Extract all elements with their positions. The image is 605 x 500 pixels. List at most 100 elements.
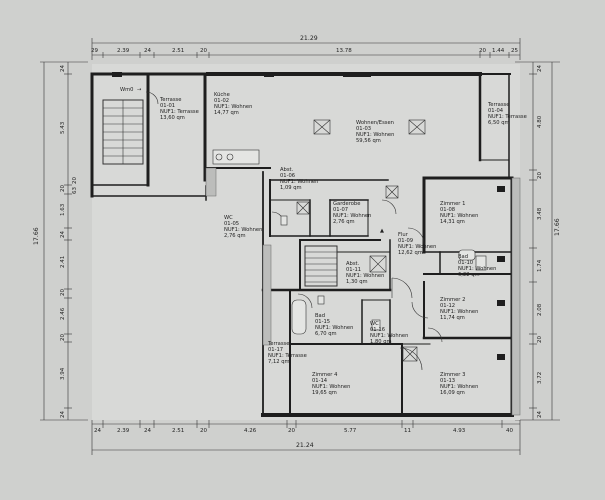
dim-left-seg: 24: [60, 231, 66, 238]
room-label-line: 01-07: [333, 207, 348, 213]
room-label-line: Zimmer 3: [440, 372, 465, 378]
room-label-line: 6,50 qm: [488, 120, 510, 126]
dim-top-total: 21.29: [300, 35, 318, 42]
dim-bottom-seg: 2.39: [117, 428, 130, 434]
room-label-line: Küche: [214, 92, 230, 98]
right-dimension-chain: [515, 61, 560, 421]
room-label-line: NUF1: Terrasse: [268, 353, 307, 359]
room-label-line: 01-09: [398, 238, 413, 244]
stair-label: Wm0: [120, 87, 133, 93]
room-label-line: NUF1: Wohnen: [458, 266, 496, 272]
room-label-line: 7,12 qm: [268, 359, 290, 365]
room-label-line: 01-13: [440, 378, 455, 384]
room-label-line: Garderobe: [333, 201, 360, 207]
room-label-line: NUF1: Wohnen: [398, 244, 436, 250]
skylight-icon: [402, 346, 418, 362]
dim-right-seg: 2.08: [537, 303, 543, 316]
dim-top-seg: 29: [91, 48, 98, 54]
dim-bottom-seg: 20: [200, 428, 207, 434]
room-label-line: NUF1: Wohnen: [440, 384, 478, 390]
room-label-line: NUF1: Wohnen: [356, 132, 394, 138]
floor-area: [92, 64, 520, 420]
arrow-right-icon: →: [137, 87, 142, 93]
room-label-line: Zimmer 1: [440, 201, 465, 207]
dim-right-seg: 3.72: [537, 372, 543, 384]
dim-bottom-seg: 4.26: [244, 428, 257, 434]
room-label-line: 2,76 qm: [333, 219, 355, 225]
skylight-icon: [313, 119, 331, 135]
room-label-line: 01-15: [315, 319, 330, 325]
room-label-line: Wohnen/Essen: [356, 120, 394, 126]
room-label-line: Abst.: [280, 167, 294, 173]
sink-icon: [458, 249, 476, 261]
room-label-line: NUF1: Wohnen: [312, 384, 350, 390]
skylight-icon: [296, 201, 310, 215]
room-label-line: Terrasse: [487, 102, 509, 108]
room-label-line: 1,80 qm: [370, 339, 392, 345]
room-label-line: 01-14: [312, 378, 328, 384]
room-label-line: NUF1: Terrasse: [160, 109, 199, 115]
room-label-line: 01-12: [440, 303, 455, 309]
dim-bottom-seg: 40: [506, 428, 513, 434]
dim-left-total: 17.66: [33, 227, 40, 245]
dim-left-extra: 63: [72, 187, 78, 194]
room-label-line: NUF1: Wohnen: [333, 213, 371, 219]
room-label-line: 01-06: [280, 173, 295, 179]
dim-left-seg: 3.94: [60, 367, 66, 380]
room-label-line: 01-17: [268, 347, 283, 353]
room-label-line: NUF1: Wohnen: [214, 104, 252, 110]
dim-top-seg: 1.44: [492, 48, 505, 54]
dim-bottom-seg: 4.93: [453, 428, 466, 434]
top-dimension-chain: [91, 38, 521, 60]
room-label-line: NUF1: Wohnen: [440, 213, 478, 219]
room-label-line: 12,62 qm: [398, 250, 423, 256]
toilet-icon: [280, 215, 288, 226]
dim-top-seg: 2.39: [117, 48, 130, 54]
staircase-inner: [304, 245, 338, 287]
room-label-line: 01-16: [370, 327, 385, 333]
arrow-up-icon: ▲: [380, 228, 384, 234]
dim-right-seg: 1.74: [537, 259, 543, 272]
bathtub-icon: [291, 299, 307, 335]
bottom-dimension-chain: [91, 420, 521, 455]
dim-right-seg: 20: [537, 336, 543, 343]
room-label-line: Bad: [458, 254, 468, 260]
room-label-line: NUF1: Wohnen: [440, 309, 478, 315]
dim-bottom-seg: 2.51: [172, 428, 184, 434]
shower-icon: [475, 255, 487, 271]
room-label-line: NUF1: Wohnen: [346, 273, 384, 279]
room-label-line: Zimmer 4: [312, 372, 338, 378]
room-label-line: 01-01: [160, 103, 175, 109]
room-label-line: NUF1: Wohnen: [315, 325, 353, 331]
dim-right-seg: 3.48: [537, 207, 543, 220]
room-label-line: 01-04: [488, 108, 504, 114]
dim-left-extra: 20: [72, 177, 78, 184]
dim-right-seg: 20: [537, 172, 543, 179]
dim-top-seg: 20: [479, 48, 486, 54]
dim-left-seg: 5.43: [60, 121, 66, 134]
dim-right-seg: 4.80: [537, 115, 543, 128]
staircase-main: [102, 99, 144, 165]
room-label-line: Terrasse: [267, 341, 289, 347]
room-label-line: Bad: [315, 313, 325, 319]
room-label-line: NUF1: Wohnen: [224, 227, 262, 233]
dim-left-seg: 1.63: [60, 203, 66, 216]
toilet-icon: [371, 319, 381, 331]
room-label-line: 16,09 qm: [440, 390, 465, 396]
room-label-line: 2,76 qm: [224, 233, 246, 239]
dim-top-seg: 2.51: [172, 48, 184, 54]
dim-bottom-seg: 11: [404, 428, 411, 434]
left-dimension-chain: [40, 61, 88, 421]
